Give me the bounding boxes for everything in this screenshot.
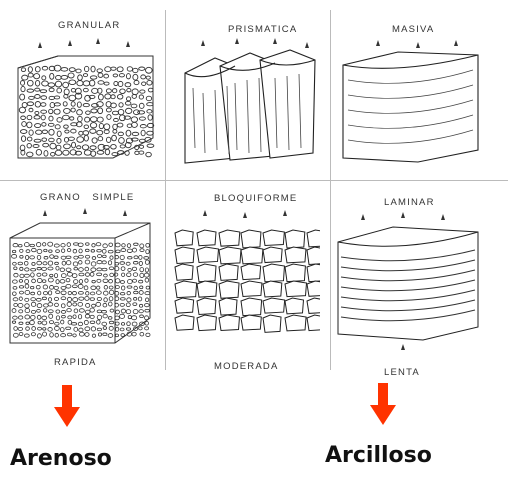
label-rapida: RAPIDA [54, 357, 97, 368]
label-lenta: LENTA [384, 367, 420, 378]
label-laminar: LAMINAR [384, 197, 435, 208]
label-prismatica: PRISMATICA [228, 24, 298, 35]
label-moderada: MODERADA [214, 361, 279, 372]
result-arcilloso: Arcilloso [325, 443, 432, 468]
arrow-down-right-icon [370, 383, 396, 425]
laminar-structure-illustration [337, 212, 479, 350]
bloquiforme-structure-illustration [174, 210, 320, 333]
vertical-divider-right [330, 10, 331, 370]
arrow-down-left-icon [54, 385, 80, 427]
label-grano-simple: GRANO SIMPLE [40, 192, 135, 203]
result-arenoso: Arenoso [10, 446, 112, 471]
prismatica-structure-illustration [184, 38, 316, 164]
label-bloquiforme: BLOQUIFORME [214, 193, 298, 204]
label-masiva: MASIVA [392, 24, 435, 35]
vertical-divider-left [165, 10, 166, 370]
grano-simple-structure-illustration [9, 208, 151, 344]
horizontal-divider [0, 180, 508, 181]
granular-structure-illustration [17, 38, 155, 159]
label-granular: GRANULAR [58, 20, 121, 31]
masiva-structure-illustration [342, 40, 479, 163]
